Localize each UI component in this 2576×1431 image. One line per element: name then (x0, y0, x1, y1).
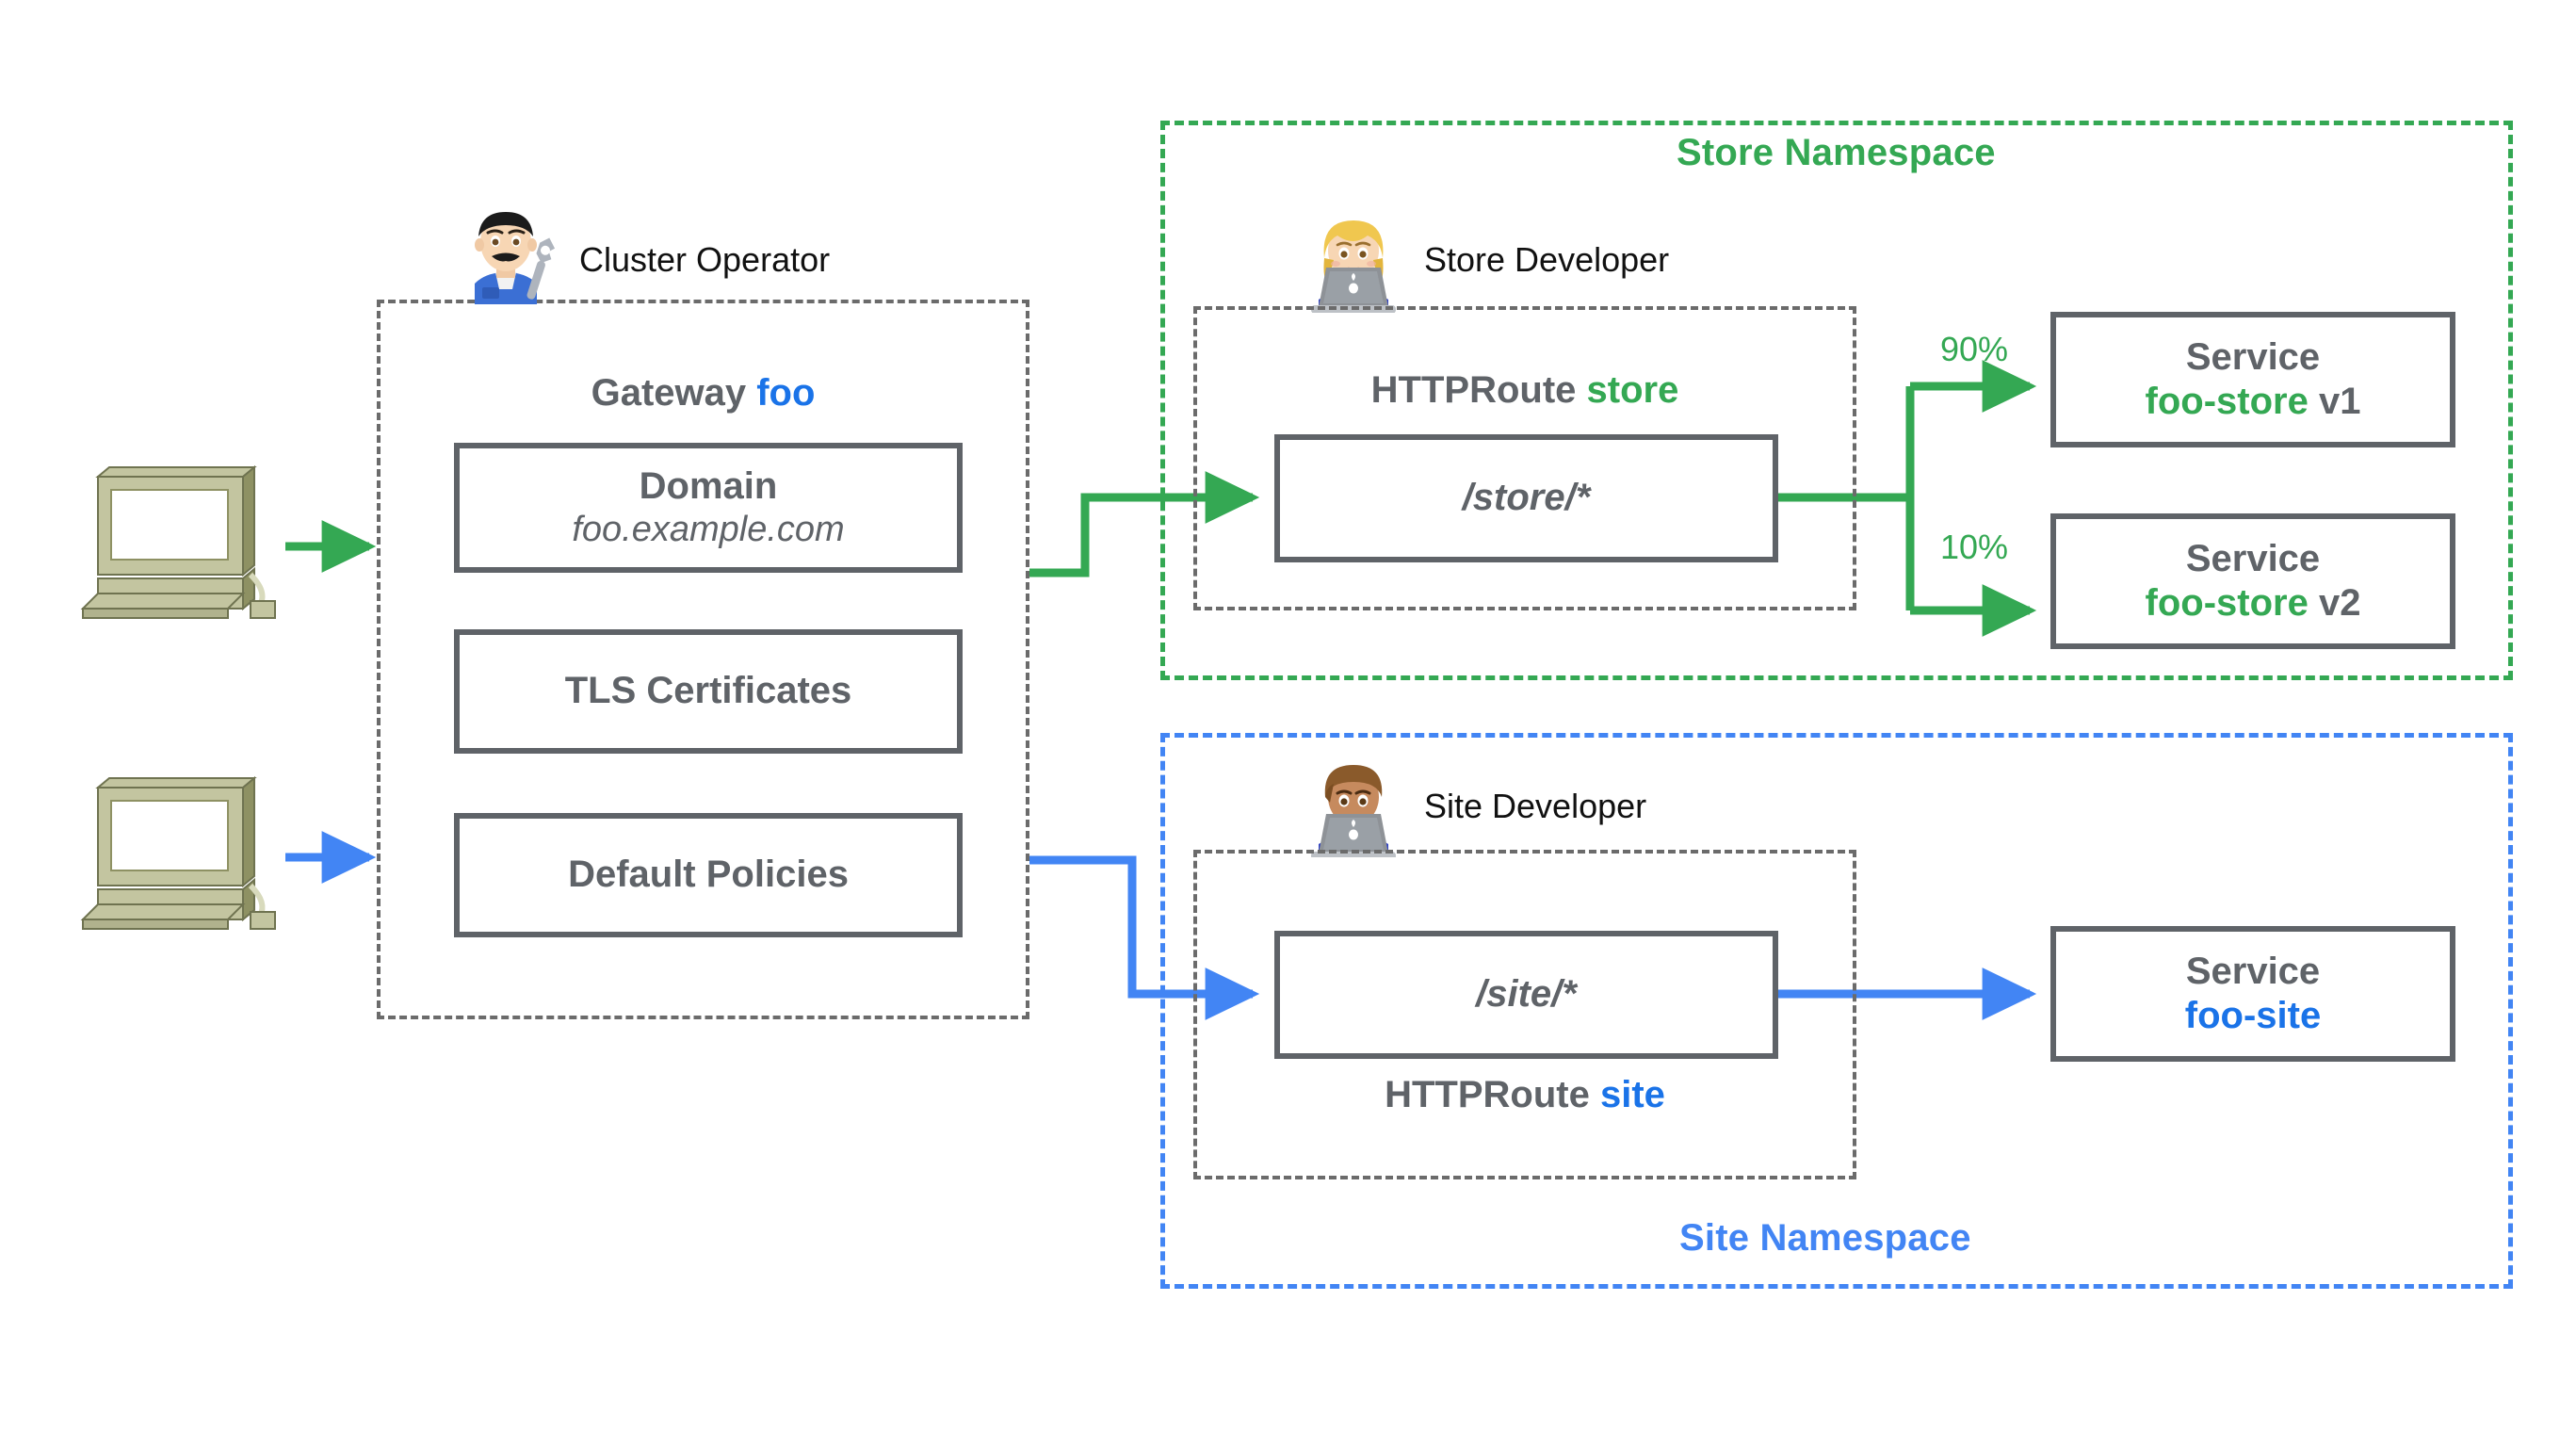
service-foo-store-v1-name: foo-store (2145, 381, 2309, 422)
weight-label-foo-store-v1: 90% (1940, 330, 2009, 368)
gateway-title: Gateway foo (377, 372, 1029, 415)
namespace-site-container (1160, 733, 2513, 1289)
httproute-site-name: site (1599, 1074, 1665, 1115)
httproute-store-title: HTTPRoute store (1193, 369, 1856, 412)
service-box-foo-store-v1[interactable]: Service foo-store v1 (2050, 312, 2455, 447)
man-technologist-emoji (1311, 765, 1396, 857)
route-rule-store-path[interactable]: /store/* (1274, 434, 1778, 562)
service-foo-store-v2-version: v2 (2308, 582, 2361, 624)
httproute-site-prefix: HTTPRoute (1385, 1074, 1590, 1115)
persona-label-store-developer: Store Developer (1424, 240, 1670, 279)
gateway-box-domain[interactable]: Domain foo.example.com (454, 443, 963, 573)
service-foo-store-v2-name: foo-store (2145, 582, 2309, 624)
service-box-foo-site[interactable]: Service foo-site (2050, 926, 2455, 1062)
httproute-site-title: HTTPRoute site (1193, 1074, 1856, 1116)
namespace-store-title: Store Namespace (1677, 132, 1996, 173)
persona-label-site-developer: Site Developer (1424, 787, 1647, 825)
gateway-box-tls-title: TLS Certificates (564, 670, 852, 712)
desktop-computer-icon (80, 775, 276, 930)
namespace-site-title: Site Namespace (1679, 1217, 1971, 1259)
man-mechanic-emoji (475, 212, 556, 304)
woman-technologist-emoji (1311, 220, 1396, 313)
httproute-store-group-box (1193, 306, 1856, 610)
gateway-title-prefix: Gateway (591, 372, 747, 414)
httproute-store-name: store (1586, 369, 1679, 411)
namespace-store-container (1160, 121, 2513, 680)
route-rule-store-path-label: /store/* (1462, 477, 1591, 519)
persona-label-cluster-operator: Cluster Operator (579, 240, 831, 279)
httproute-store-prefix: HTTPRoute (1370, 369, 1577, 411)
gateway-group-box (377, 300, 1029, 1019)
service-foo-store-v1-version: v1 (2308, 381, 2361, 422)
service-foo-site-name: foo-site (2184, 995, 2322, 1036)
gateway-title-name: foo (756, 372, 816, 414)
service-foo-store-v2-title: Service (2185, 537, 2321, 579)
service-foo-store-v1-title: Service (2185, 335, 2321, 378)
gateway-box-policies-title: Default Policies (568, 854, 849, 896)
gateway-box-domain-title: Domain (639, 464, 778, 507)
gateway-box-default-policies[interactable]: Default Policies (454, 813, 963, 937)
desktop-computer-icon (80, 464, 276, 619)
weight-label-foo-store-v2: 10% (1940, 528, 2009, 566)
service-box-foo-store-v2[interactable]: Service foo-store v2 (2050, 513, 2455, 649)
service-foo-site-title: Service (2185, 950, 2321, 992)
route-rule-site-path-label: /site/* (1476, 973, 1577, 1016)
service-foo-store-v2-name-row: foo-store v2 (2146, 581, 2361, 626)
service-foo-store-v1-name-row: foo-store v1 (2146, 380, 2361, 424)
httproute-site-group-box (1193, 850, 1856, 1179)
service-foo-site-name-row: foo-site (2185, 994, 2321, 1038)
gateway-box-tls-certificates[interactable]: TLS Certificates (454, 629, 963, 754)
route-rule-site-path[interactable]: /site/* (1274, 931, 1778, 1059)
gateway-box-domain-value: foo.example.com (572, 510, 845, 550)
